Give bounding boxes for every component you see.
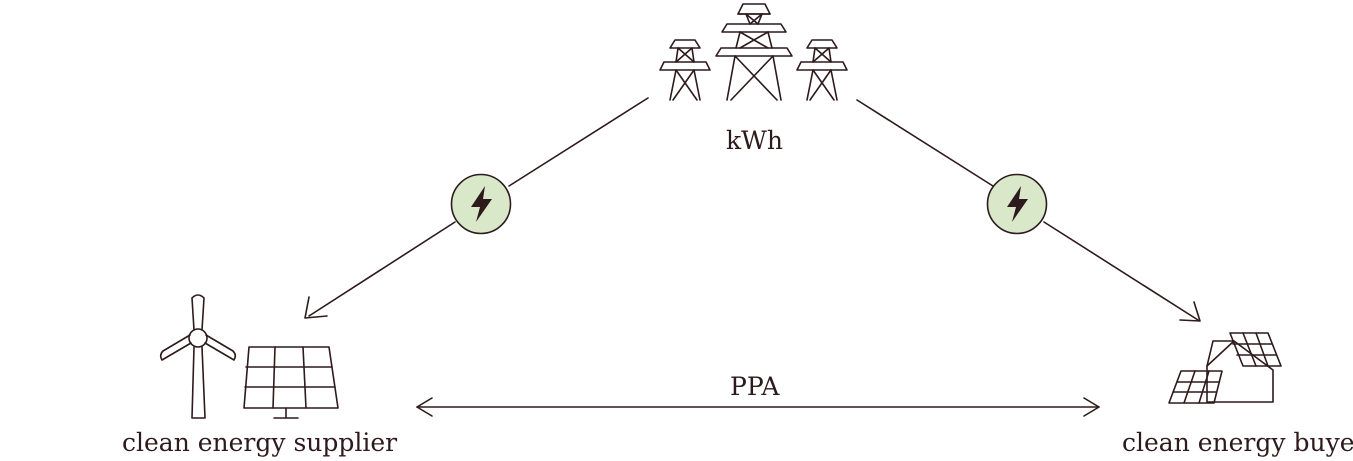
- buyer-flow-badge: [986, 173, 1048, 235]
- solar-panel-icon: [243, 346, 339, 419]
- wind-turbine-icon: [159, 294, 237, 419]
- grid-to-supplier-arrow: [304, 97, 649, 319]
- ppa-label: PPA: [730, 372, 780, 401]
- lightning-bolt-icon: [471, 186, 492, 222]
- house-with-solar-panels-icon: [1168, 332, 1282, 404]
- buyer-label: clean energy buyer: [1122, 428, 1353, 457]
- grid-label: kWh: [726, 126, 783, 155]
- grid-to-buyer-arrow: [856, 99, 1201, 322]
- transmission-towers-icon: [659, 3, 848, 101]
- lightning-bolt-icon: [1007, 186, 1028, 222]
- supplier-flow-badge: [450, 173, 512, 235]
- ppa-double-arrow: [416, 397, 1100, 417]
- supplier-label: clean energy supplier: [122, 428, 398, 457]
